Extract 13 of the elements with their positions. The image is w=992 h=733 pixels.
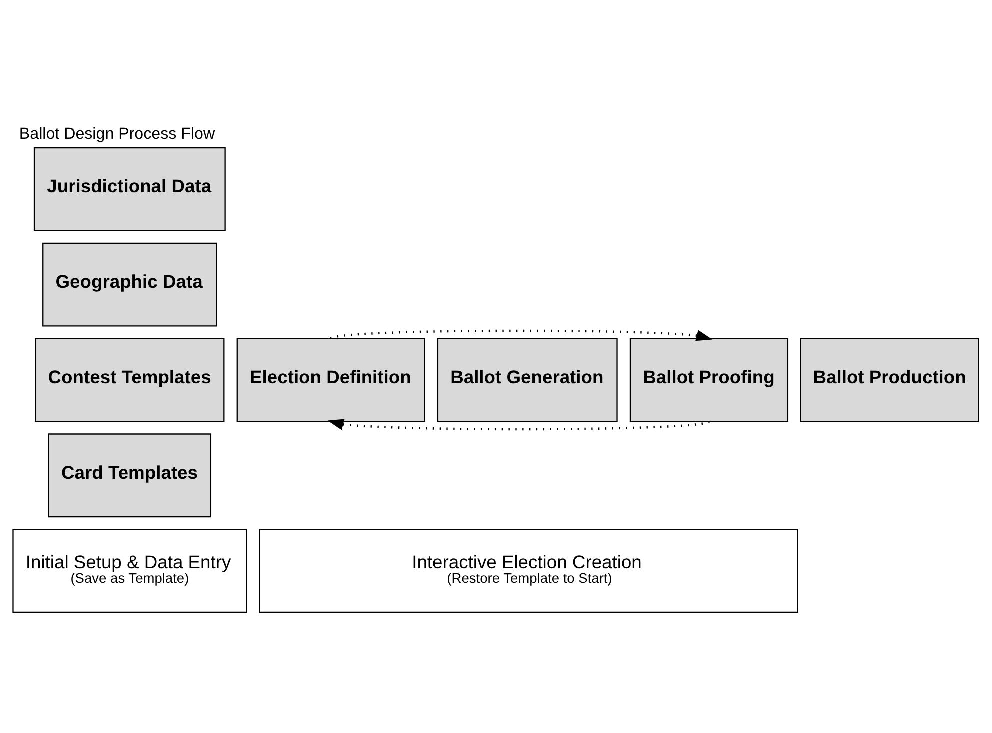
- arrow: [328, 418, 710, 430]
- node-box: Initial Setup & Data Entry (Save as Template): [12, 528, 248, 612]
- node-box: Election Definition: [236, 338, 426, 422]
- node-box: Contest Templates: [35, 338, 225, 422]
- arrow: [330, 329, 713, 341]
- node-box: Ballot Proofing: [630, 338, 789, 422]
- node-box: Interactive Election Creation (Restore Template to Start): [259, 528, 798, 612]
- node-box: Ballot Generation: [437, 338, 618, 422]
- diagram-title: Ballot Design Process Flow: [19, 124, 216, 143]
- node-box: Ballot Production: [800, 338, 980, 422]
- node-box: Geographic Data: [42, 242, 218, 326]
- node-box: Jurisdictional Data: [34, 146, 226, 231]
- node-box: Card Templates: [48, 433, 212, 518]
